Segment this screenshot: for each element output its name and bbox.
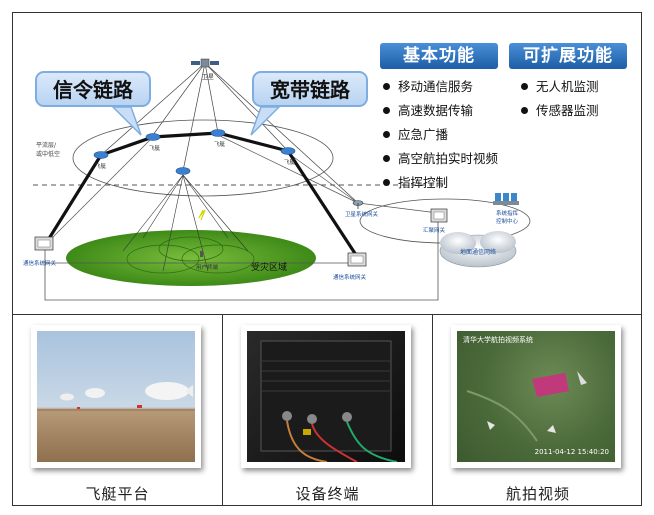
network-diagram: 卫星 飞艇 飞艇 飞艇 飞艇 平流层/ 或中低空 受灾区域 用户终端 通信系统网… [23, 58, 531, 301]
satellite-icon [191, 58, 219, 68]
hub-gateway-icon [430, 208, 448, 223]
airship-label: 飞艇 [284, 158, 296, 166]
photo-cell-aerial: 清华大学航拍视频系统 2011-04-12 15:40:20 航拍视频 [432, 315, 643, 505]
equipment-scene [260, 340, 398, 462]
airship-scene [37, 382, 195, 411]
broadband-link-callout: 宽带链路 [252, 71, 368, 107]
list-item: 应急广播 [383, 123, 498, 147]
list-item: 无人机监测 [521, 75, 599, 99]
ground-backbone-line [44, 218, 439, 301]
broadband-links [43, 131, 360, 260]
user-terminal-label: 用户终端 [196, 263, 219, 271]
photo-caption: 设备终端 [295, 485, 360, 503]
layer-label: 平流层/ [36, 141, 57, 149]
gateway-bottom-label: 通信系统网关 [333, 273, 367, 281]
airship-label: 飞艇 [214, 140, 226, 148]
photo-card: 清华大学航拍视频系统 2011-04-12 15:40:20 [451, 325, 621, 468]
photo-caption: 飞艇平台 [85, 485, 150, 503]
hub-gateway-label: 汇聚网关 [423, 226, 446, 234]
air-ground-thin-links [44, 134, 439, 246]
aerial-scene [466, 371, 587, 442]
satellite-links [100, 62, 359, 204]
list-item: 传感器监测 [521, 99, 599, 123]
gateway-left-icon [34, 236, 54, 251]
extended-functions-title: 可扩展功能 [509, 43, 627, 69]
layer-label: 或中低空 [36, 150, 60, 158]
list-item: 高速数据传输 [383, 99, 498, 123]
network-diagram-panel: 卫星 飞艇 飞艇 飞艇 飞艇 平流层/ 或中低空 受灾区域 用户终端 通信系统网… [12, 12, 642, 315]
airship-label: 飞艇 [149, 144, 161, 152]
aerial-video-photo: 清华大学航拍视频系统 2011-04-12 15:40:20 [457, 331, 615, 462]
photo-panel: 飞艇平台 设备终 [12, 314, 642, 506]
basic-functions-list: 移动通信服务 高速数据传输 应急广播 高空航拍实时视频 指挥控制 [383, 75, 498, 195]
photo-card [241, 325, 411, 468]
disaster-zone [66, 230, 316, 286]
airship-platform-photo [37, 331, 195, 462]
ground-network-label: 地面通信网络 [460, 248, 496, 256]
list-item: 指挥控制 [383, 171, 498, 195]
ground-network-cloud-icon [439, 231, 517, 268]
list-item: 高空航拍实时视频 [383, 147, 498, 171]
disaster-zone-label: 受灾区域 [251, 261, 287, 273]
control-center-label: 系统指挥 [496, 209, 519, 217]
aerial-overlay-timestamp: 2011-04-12 15:40:20 [534, 448, 609, 456]
photo-cell-equipment: 设备终端 [222, 315, 432, 505]
gateway-left-label: 通信系统网关 [23, 259, 57, 267]
user-terminal-icon [198, 209, 206, 257]
aerial-overlay-title: 清华大学航拍视频系统 [463, 336, 533, 344]
airship-orbit-ellipse [72, 119, 334, 197]
control-center-label: 控制中心 [496, 217, 519, 225]
photo-caption: 航拍视频 [505, 485, 570, 503]
extended-functions-list: 无人机监测 传感器监测 [521, 75, 599, 123]
equipment-terminal-photo [247, 331, 405, 462]
gateway-bottom-icon [347, 252, 367, 267]
satellite-gateway-icon [352, 200, 364, 209]
broadband-callout-pointer [250, 106, 281, 136]
satellite-gateway-label: 卫星系统网关 [345, 210, 379, 218]
airship-icon [93, 129, 296, 175]
coverage-cone [122, 174, 249, 272]
photo-card [31, 325, 201, 468]
signaling-callout-pointer [111, 106, 142, 136]
signaling-link-callout: 信令链路 [35, 71, 151, 107]
coverage-cells [126, 236, 255, 274]
basic-functions-title: 基本功能 [380, 43, 498, 69]
satellite-label: 卫星 [202, 74, 214, 81]
airship-label: 飞艇 [95, 162, 107, 170]
control-center-icon [493, 193, 519, 205]
list-item: 移动通信服务 [383, 75, 498, 99]
photo-cell-airship: 飞艇平台 [13, 315, 222, 505]
